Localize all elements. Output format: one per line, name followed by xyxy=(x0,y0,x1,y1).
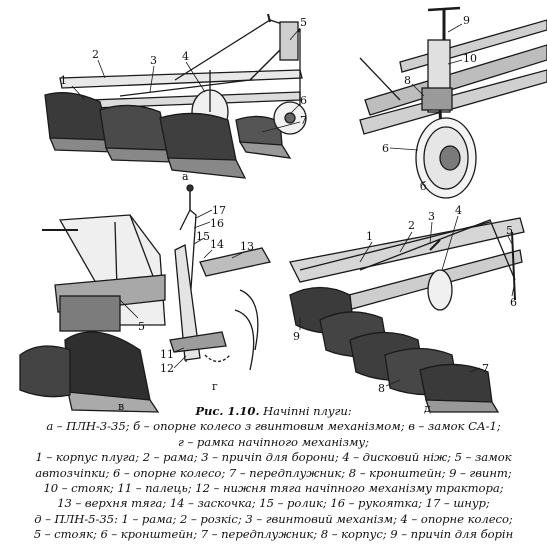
callout-d-2: 2 xyxy=(408,219,415,232)
panel-v-coupler-drawing xyxy=(19,214,166,413)
callout-a-1: 1 xyxy=(60,74,67,87)
panel-label-d: д xyxy=(424,402,431,414)
callout-a-6: 6 xyxy=(300,94,307,107)
callout-a-2: 2 xyxy=(92,48,99,61)
caption-title: Рис. 1.10. xyxy=(195,404,260,418)
callout-b-9: 9 xyxy=(463,14,470,27)
callout-b-10: 10 xyxy=(463,52,477,65)
caption-line: д – ПЛН-5-35: 1 – рама; 2 – розкіс; 3 – … xyxy=(34,511,513,526)
callout-v-5: 5 xyxy=(138,320,145,333)
callout-g-17: 17 xyxy=(212,204,226,217)
panel-b-callouts: 9 10 8 6 б xyxy=(382,14,477,193)
panel-a-plow-drawing xyxy=(44,13,307,179)
callout-a-7: 7 xyxy=(300,114,307,127)
panel-b-support-wheel-drawing xyxy=(359,6,547,199)
caption-line: а – ПЛН-3-35; б – опорне колесо з гвинто… xyxy=(46,419,501,434)
caption-line: 10 – стояк; 11 – палець; 12 – нижня тяга… xyxy=(43,481,504,496)
callout-g-11: 11 xyxy=(160,348,174,361)
panel-g-hitch-frame-drawing xyxy=(169,184,272,371)
panel-g-callouts: 17 16 15 14 13 11 12 г xyxy=(160,204,254,393)
callout-d-7: 7 xyxy=(482,362,489,375)
callout-d-1: 1 xyxy=(366,230,373,243)
callout-b-8: 8 xyxy=(404,74,411,87)
panel-d-plow-drawing xyxy=(289,215,525,413)
callout-d-5: 5 xyxy=(506,224,513,237)
callout-d-9: 9 xyxy=(293,330,300,343)
caption-line: 1 – корпус плуга; 2 – рама; 3 – причіп д… xyxy=(35,450,512,465)
caption-line: г – рамка начіпного механізму; xyxy=(178,434,369,449)
callout-a-4: 4 xyxy=(182,50,189,63)
callout-d-8: 8 xyxy=(378,382,385,395)
caption-line: 13 – верхня тяга; 14 – заскочка; 15 – ро… xyxy=(57,496,490,511)
callout-a-5: 5 xyxy=(300,16,307,29)
callout-g-14: 14 xyxy=(210,238,224,251)
callout-b-6: 6 xyxy=(382,142,389,155)
panel-label-g: г xyxy=(212,380,218,393)
panel-label-b: б xyxy=(420,180,427,193)
panel-d-callouts: 1 2 3 4 5 9 6 7 8 д xyxy=(293,204,517,414)
callout-d-6: 6 xyxy=(510,296,517,309)
caption-line: 5 – стояк; 6 – кронштейн; 7 – передплужн… xyxy=(33,527,514,542)
callout-g-15: 15 xyxy=(196,230,210,243)
caption-title-line: Рис. 1.10. Начіпні плуги: xyxy=(0,404,547,419)
panel-label-a: а xyxy=(182,170,189,183)
callout-d-4: 4 xyxy=(455,204,462,217)
callout-a-3: 3 xyxy=(150,54,157,67)
callout-d-3: 3 xyxy=(428,210,435,223)
caption-line: автозчіпки; 6 – опорне колесо; 7 – перед… xyxy=(35,465,512,480)
figure-illustration: 1 2 3 4 5 6 7 а 9 10 8 6 б 5 в 17 16 15 … xyxy=(19,6,547,414)
caption-title-rest: Начіпні плуги: xyxy=(259,404,352,418)
panel-a-callouts: 1 2 3 4 5 6 7 а xyxy=(60,16,307,183)
callout-g-12: 12 xyxy=(160,362,174,375)
figure-caption: Рис. 1.10. Начіпні плуги: а – ПЛН-3-35; … xyxy=(0,404,547,543)
callout-g-13: 13 xyxy=(240,240,254,253)
panel-v-callouts: 5 в xyxy=(118,320,145,413)
panel-label-v: в xyxy=(118,400,124,413)
callout-g-16: 16 xyxy=(210,217,224,230)
